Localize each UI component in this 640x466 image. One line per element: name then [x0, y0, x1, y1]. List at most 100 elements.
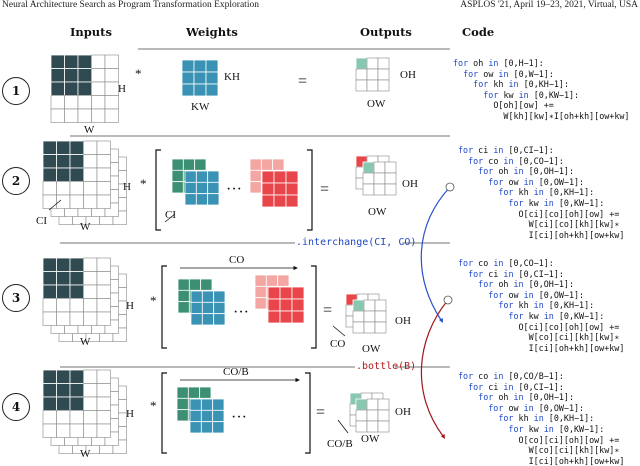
interchange-transform-label: .interchange(CI, CO): [296, 237, 417, 248]
equals-sign-4: =: [316, 404, 325, 421]
code-line: for co in [0,CO−1]:: [468, 155, 564, 166]
code-line: for ci in [0,CI−1]:: [458, 145, 554, 155]
ci-arrow-2: [48, 199, 62, 211]
weight-kernel-1: [181, 59, 219, 97]
input-height-label-4: H: [126, 408, 134, 420]
multiply-sign-2: *: [140, 176, 147, 191]
co-arrowhead-3: [293, 265, 298, 271]
input-grid-3-layer-0: [42, 257, 111, 326]
column-header-outputs: Outputs: [360, 25, 412, 39]
code-line: I[ci][oh+kh][ow+kw]: [458, 229, 625, 240]
output-grid-3-front: [352, 299, 387, 334]
output-width-label-1: OW: [367, 98, 386, 110]
output-channel-label-4b: CO/B: [327, 438, 353, 450]
code-line: O[ci][co][oh][ow] +=: [458, 321, 620, 332]
code-line: I[ci][oh+kh][ow+kw]: [458, 342, 625, 353]
code-line: for kw in [0,KW−1]:: [483, 89, 580, 100]
input-grid-1: [50, 54, 119, 123]
code-line: for kw in [0,KW−1]:: [508, 310, 605, 321]
input-width-label-2: W: [80, 221, 91, 233]
bottle-arrowhead: [440, 434, 445, 439]
step-4-marker: 4: [2, 393, 30, 421]
step-3-marker: 3: [2, 284, 30, 312]
code-line: W[kh][kw]∗I[oh+kh][ow+kw]: [453, 110, 630, 121]
code-line: O[co][ci][oh][ow] +=: [458, 434, 620, 445]
output-height-label-2: OH: [402, 178, 418, 190]
input-height-label-2: H: [123, 181, 131, 193]
bottle-arrow: [420, 299, 449, 437]
ellipsis-3: ···: [233, 304, 249, 321]
code-line: for oh in [0,OH−1]:: [478, 279, 574, 290]
step-2-marker: 2: [2, 167, 30, 195]
code-block-step-1: for oh in [0,H−1]: for ow in [0,W−1]: fo…: [453, 58, 629, 122]
interchange-arrowhead: [438, 318, 443, 323]
equals-sign-1: =: [298, 73, 307, 90]
code-line: for ow in [0,W−1]:: [463, 68, 554, 79]
input-height-label-3: H: [126, 300, 134, 312]
code-line: for co in [0,CO−1]:: [458, 258, 554, 268]
equals-sign-3: =: [323, 302, 332, 319]
code-block-step-3: for co in [0,CO−1]: for ci in [0,CI−1]: …: [458, 258, 624, 353]
output-channel-label-4: CO/B: [223, 366, 249, 378]
running-header-left: Neural Architecture Search as Program Tr…: [2, 0, 259, 10]
code-line: for oh in [0,OH−1]:: [478, 166, 574, 177]
code-line: O[ci][co][oh][ow] +=: [458, 208, 620, 219]
step-1-marker: 1: [2, 77, 30, 105]
code-line: for kw in [0,KW−1]:: [508, 197, 605, 208]
weight-kernel-3-front: [190, 290, 226, 326]
output-height-label-3: OH: [395, 315, 411, 327]
weight-bracket-right-4: [305, 372, 311, 454]
code-line: O[oh][ow] +=: [453, 100, 554, 111]
code-line: for oh in [0,OH−1]:: [478, 392, 574, 403]
ellipsis-4: ···: [231, 409, 247, 426]
input-grid-4-layer-0: [42, 369, 111, 438]
running-header-right: ASPLOS '21, April 19–23, 2021, Virtual, …: [460, 0, 638, 10]
code-line: for ow in [0,OW−1]:: [488, 289, 585, 300]
code-block-step-4: for co in [0,CO/B−1]: for ci in [0,CI−1]…: [458, 371, 624, 466]
output-height-label-4: OH: [395, 406, 411, 418]
code-line: for ci in [0,CI−1]:: [468, 381, 564, 392]
code-line: for ow in [0,OW−1]:: [488, 176, 585, 187]
input-width-label-3: W: [80, 336, 91, 348]
code-line: for kw in [0,KW−1]:: [508, 423, 605, 434]
ellipsis-2: ···: [226, 181, 242, 198]
code-line: for kh in [0,KH−1]:: [498, 413, 595, 424]
output-channel-label-3b: CO: [330, 338, 345, 350]
multiply-sign-3: *: [150, 293, 157, 308]
bottle-transform-label: .bottle(B): [356, 361, 417, 372]
code-line: for ci in [0,CI−1]:: [468, 268, 564, 279]
kernel-height-label-1: KH: [224, 71, 240, 83]
weight-bracket-right-2: [307, 149, 313, 231]
input-grid-2-layer-0: [42, 140, 111, 209]
weight-kernel-3-red: [267, 286, 305, 324]
code-line: I[ci][oh+kh][ow+kw]: [458, 455, 625, 466]
output-grid-1: [355, 57, 390, 92]
multiply-sign-1: *: [135, 66, 142, 81]
weight-bracket-left-3: [161, 265, 167, 349]
weight-bracket-right-3: [311, 265, 317, 349]
bottle-arrow-start: [443, 295, 453, 305]
code-line: W[co][ci][kh][kw]∗: [458, 332, 620, 343]
code-line: for kh in [0,KH−1]:: [473, 79, 569, 90]
code-line: for kh in [0,KH−1]:: [498, 187, 595, 198]
cob-arrowhead-4: [295, 377, 300, 383]
weight-kernel-4-front: [189, 398, 225, 434]
input-channel-label-2: CI: [36, 215, 47, 227]
code-line: for oh in [0,H−1]:: [453, 58, 544, 68]
code-line: for co in [0,CO/B−1]:: [458, 371, 564, 381]
output-grid-4-front: [355, 398, 390, 433]
output-grid-2-front: [362, 161, 397, 196]
output-width-label-3: OW: [362, 343, 381, 355]
interchange-arrow: [420, 186, 451, 321]
cob-arrow-output-4: [337, 419, 349, 434]
multiply-sign-4: *: [150, 398, 157, 413]
output-height-label-1: OH: [400, 69, 416, 81]
ci-arrow-weights-2: [164, 213, 176, 223]
code-line: for kh in [0,KH−1]:: [498, 300, 595, 311]
weight-kernel-2-front: [184, 170, 220, 206]
column-header-code: Code: [462, 25, 495, 39]
output-width-label-4: OW: [361, 433, 380, 445]
kernel-width-label-1: KW: [191, 101, 210, 113]
